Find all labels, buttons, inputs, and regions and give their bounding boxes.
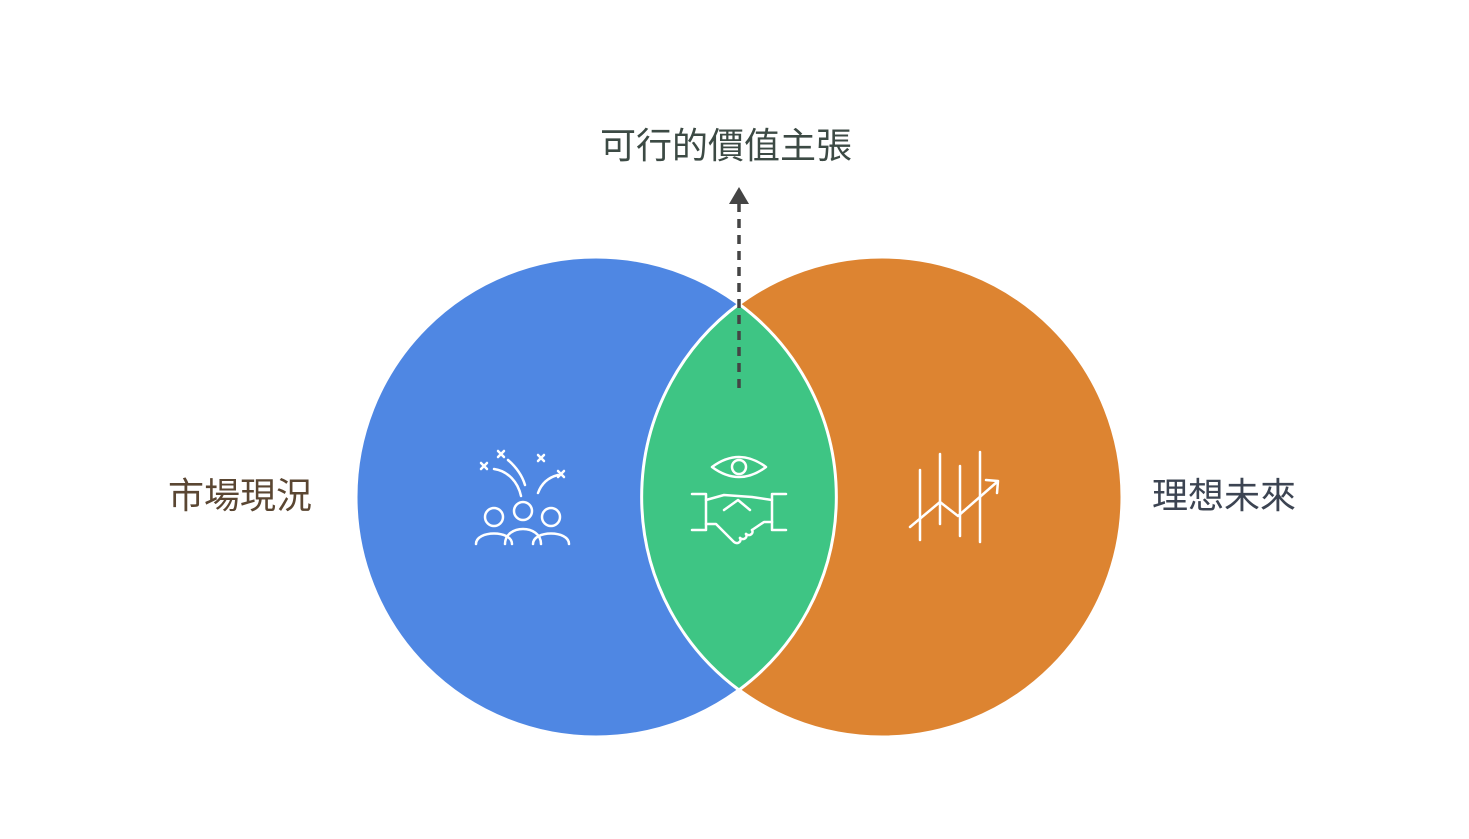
handshake-vision-icon — [690, 455, 788, 545]
right-set-label: 理想未來 — [1152, 476, 1297, 517]
left-set-label: 市場現況 — [168, 476, 313, 517]
crowd-celebrating-icon — [474, 449, 571, 546]
growth-chart-icon — [908, 450, 1000, 544]
intersection-label: 可行的價值主張 — [600, 126, 853, 167]
dashed-arrow — [729, 187, 749, 388]
